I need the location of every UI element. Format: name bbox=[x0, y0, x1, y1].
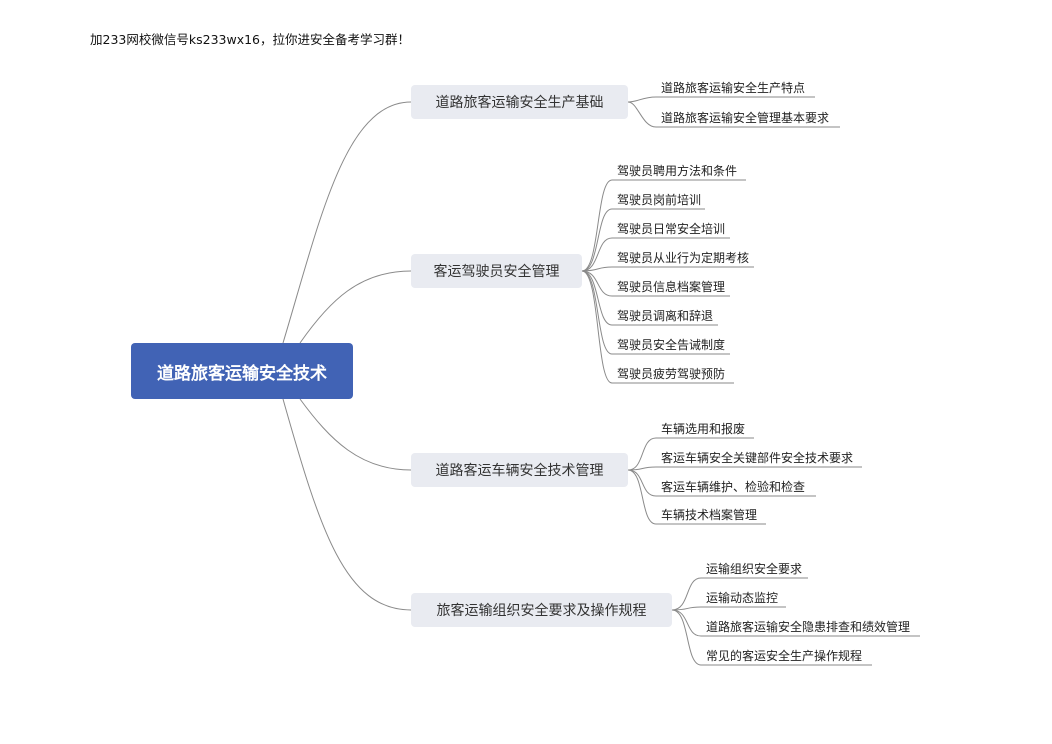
connector-b3-leaf1 bbox=[627, 437, 754, 471]
connector-b4-leaf4 bbox=[671, 609, 872, 666]
connector-b4-leaf3 bbox=[671, 609, 920, 637]
header-note: 加233网校微信号ks233wx16，拉你进安全备考学习群！ bbox=[90, 32, 410, 47]
connector-b2-leaf6 bbox=[581, 270, 718, 326]
connector-b1-leaf1 bbox=[627, 96, 815, 103]
connector-root-branch-3 bbox=[299, 398, 412, 471]
connector-b1-leaf2 bbox=[627, 101, 840, 128]
connector-b2-leaf4 bbox=[581, 266, 754, 272]
connector-root-branch-4 bbox=[282, 398, 412, 611]
leaf-node[interactable]: 驾驶员安全告诫制度 bbox=[617, 338, 726, 352]
branch-node-driver-management[interactable]: 客运驾驶员安全管理 bbox=[411, 254, 582, 288]
leaf-node[interactable]: 车辆技术档案管理 bbox=[661, 508, 758, 522]
branch-node-operation-rules[interactable]: 旅客运输组织安全要求及操作规程 bbox=[411, 593, 672, 627]
connector-b2-leaf1 bbox=[581, 179, 746, 272]
mindmap-root-node[interactable]: 道路旅客运输安全技术 bbox=[131, 343, 353, 399]
connector-b2-leaf8 bbox=[581, 270, 734, 384]
leaf-node[interactable]: 道路旅客运输安全生产特点 bbox=[661, 81, 806, 95]
leaf-node[interactable]: 运输动态监控 bbox=[706, 591, 779, 605]
branch-node-safety-basics[interactable]: 道路旅客运输安全生产基础 bbox=[411, 85, 628, 119]
leaf-node[interactable]: 道路旅客运输安全管理基本要求 bbox=[661, 111, 830, 125]
connector-b3-leaf3 bbox=[627, 469, 816, 497]
connector-b2-leaf2 bbox=[581, 208, 705, 272]
connector-b2-leaf3 bbox=[581, 237, 730, 272]
connector-b3-leaf2 bbox=[627, 466, 862, 471]
connector-b3-leaf4 bbox=[627, 469, 766, 525]
leaf-node[interactable]: 常见的客运安全生产操作规程 bbox=[706, 649, 863, 663]
leaf-node[interactable]: 道路旅客运输安全隐患排查和绩效管理 bbox=[706, 620, 911, 634]
leaf-node[interactable]: 驾驶员日常安全培训 bbox=[617, 222, 726, 236]
connector-b2-leaf5 bbox=[581, 270, 730, 297]
leaf-node[interactable]: 驾驶员聘用方法和条件 bbox=[617, 164, 738, 178]
leaf-node[interactable]: 驾驶员调离和辞退 bbox=[617, 309, 714, 323]
leaf-node[interactable]: 客运车辆安全关键部件安全技术要求 bbox=[661, 451, 854, 465]
leaf-node[interactable]: 运输组织安全要求 bbox=[706, 562, 803, 576]
connector-b4-leaf2 bbox=[671, 606, 786, 611]
leaf-node[interactable]: 客运车辆维护、检验和检查 bbox=[661, 480, 806, 494]
connector-root-branch-2 bbox=[299, 270, 412, 344]
connector-b4-leaf1 bbox=[671, 577, 808, 611]
connector-root-branch-1 bbox=[282, 101, 412, 344]
leaf-node[interactable]: 驾驶员从业行为定期考核 bbox=[617, 251, 750, 265]
leaf-node[interactable]: 驾驶员疲劳驾驶预防 bbox=[617, 367, 726, 381]
leaf-node[interactable]: 驾驶员岗前培训 bbox=[617, 193, 702, 207]
leaf-node[interactable]: 车辆选用和报废 bbox=[661, 422, 746, 436]
leaf-node[interactable]: 驾驶员信息档案管理 bbox=[617, 280, 726, 294]
branch-node-vehicle-management[interactable]: 道路客运车辆安全技术管理 bbox=[411, 453, 628, 487]
